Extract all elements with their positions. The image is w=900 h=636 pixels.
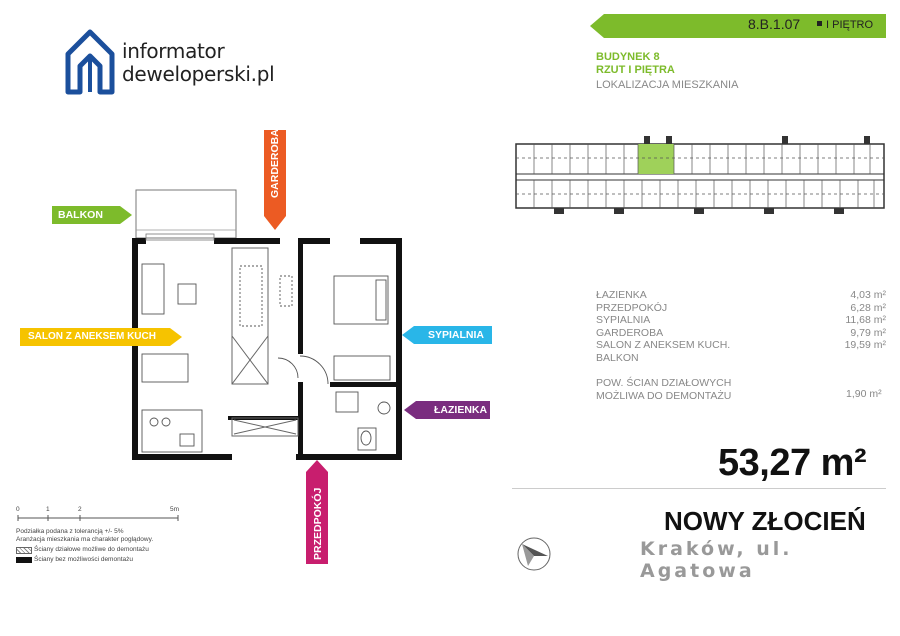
tag-garderoba-label: GARDEROBA: [269, 129, 281, 198]
building-location-plan: [515, 136, 885, 214]
floor-label: I PIĘTRO: [826, 19, 874, 31]
compass-icon: [517, 537, 551, 571]
scale-tick-0: 0: [16, 506, 20, 513]
tag-lazienka-label: ŁAZIENKA: [434, 404, 488, 416]
logo-line1: informator: [122, 39, 225, 63]
tag-balkon-label: BALKON: [58, 209, 103, 221]
project-name: NOWY ZŁOCIEŃ: [664, 506, 866, 536]
tag-sypialnia: [402, 326, 492, 344]
logo-text: informator deweloperski.pl: [122, 39, 275, 86]
legend-demountable: Ściany działowe możliwe do demontażu: [34, 546, 149, 553]
tag-balkon: [52, 206, 132, 224]
legend-solid-swatch: [16, 557, 32, 563]
code-banner: [590, 14, 886, 38]
plan-title: RZUT I PIĘTRA: [596, 64, 675, 76]
tag-salon-label: SALON Z ANEKSEM KUCH: [28, 331, 156, 342]
separator: [512, 488, 886, 489]
tag-salon: [20, 328, 182, 346]
tag-lazienka: [404, 401, 490, 419]
tag-sypialnia-label: SYPIALNIA: [428, 329, 485, 341]
walls-value: 1,90 m²: [846, 388, 882, 400]
floor-plan: [132, 189, 402, 460]
apartment-code: 8.B.1.07: [748, 16, 801, 32]
total-area: 53,27 m²: [718, 442, 867, 484]
area-row: SALON Z ANEKSEM KUCH.19,59 m²: [596, 339, 886, 351]
scale-bar: [17, 515, 179, 521]
city-address: Kraków, ul. Agatowa: [640, 538, 793, 582]
tag-garderoba: [264, 130, 286, 230]
code-separator: [817, 21, 822, 26]
legend-fixed: Ściany bez możliwości demontażu: [34, 556, 133, 563]
location-label: LOKALIZACJA MIESZKANIA: [596, 79, 739, 91]
house-logo-icon: [65, 29, 115, 95]
scale-tick-5: 5m: [170, 506, 180, 513]
scale-tick-2: 2: [78, 506, 82, 513]
logo-line2: deweloperski.pl: [122, 62, 275, 86]
highlighted-apartment: [638, 144, 674, 174]
area-row: BALKON: [596, 351, 639, 364]
scale-note: Podziałka podana z tolerancją +/- 5% Ara…: [16, 528, 154, 543]
tag-przedpokoj: [306, 460, 328, 564]
scale-tick-1: 1: [46, 506, 50, 513]
building-title: BUDYNEK 8: [596, 51, 660, 63]
walls-note: POW. ŚCIAN DZIAŁOWYCH MOŻLIWA DO DEMONTA…: [596, 377, 732, 402]
legend-hatched-swatch: [16, 547, 32, 554]
tag-przedpokoj-label: PRZEDPOKÓJ: [312, 487, 324, 560]
